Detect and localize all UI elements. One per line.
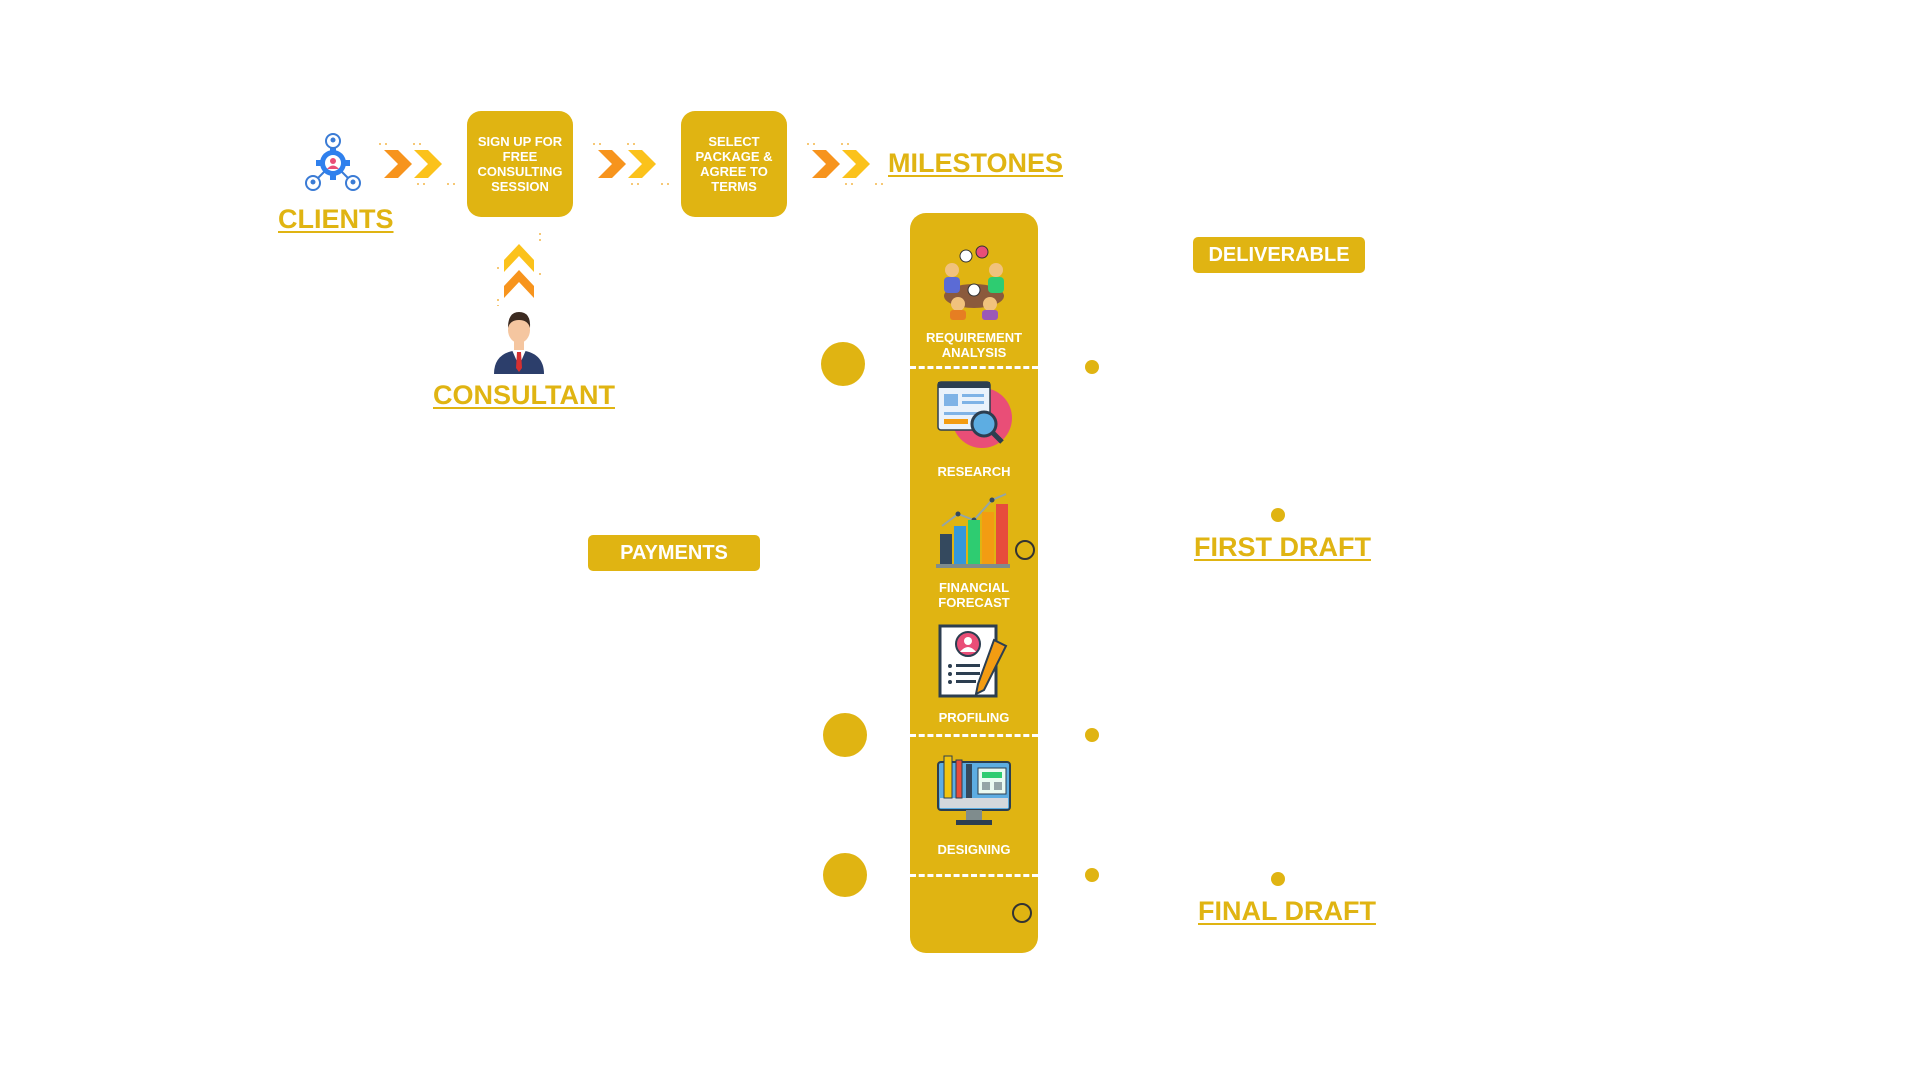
milestone-profiling-label: PROFILING bbox=[938, 710, 1010, 725]
milestone-designing-label: DESIGNING bbox=[937, 842, 1011, 857]
milestone-divider bbox=[910, 734, 1038, 737]
payments-badge: PAYMENTS bbox=[588, 535, 760, 571]
chevron-right-icon bbox=[592, 140, 670, 188]
payment-marker bbox=[823, 853, 867, 897]
milestone-ring-marker bbox=[1015, 540, 1035, 560]
first-draft-label: FIRST DRAFT bbox=[1194, 532, 1371, 562]
milestone-research-label: RESEARCH bbox=[937, 464, 1011, 479]
consultant-label: CONSULTANT bbox=[433, 380, 615, 410]
deliverable-connector-dot bbox=[1085, 728, 1099, 742]
milestone-requirement-analysis-label: REQUIREMENT ANALYSIS bbox=[925, 330, 1023, 360]
milestones-label: MILESTONES bbox=[888, 148, 1064, 178]
milestone-financial-forecast-label: FINANCIAL FORECAST bbox=[938, 580, 1010, 610]
payment-marker bbox=[821, 342, 865, 386]
profile-document-icon bbox=[936, 624, 1012, 700]
chevron-up-icon bbox=[496, 230, 542, 307]
deliverable-marker-dot bbox=[1271, 508, 1285, 522]
bar-chart-icon bbox=[934, 492, 1012, 570]
deliverable-connector-dot bbox=[1085, 360, 1099, 374]
final-draft-label: FINAL DRAFT bbox=[1198, 896, 1376, 926]
deliverable-connector-dot bbox=[1085, 868, 1099, 882]
chevron-right-icon bbox=[378, 140, 456, 188]
milestone-divider bbox=[910, 366, 1038, 369]
consultant-avatar-icon bbox=[490, 310, 548, 374]
research-icon bbox=[936, 378, 1016, 454]
design-monitor-icon bbox=[936, 754, 1012, 830]
clients-label: CLIENTS bbox=[278, 204, 394, 234]
clients-network-icon bbox=[302, 132, 364, 194]
deliverable-marker-dot bbox=[1271, 872, 1285, 886]
payment-marker bbox=[823, 713, 867, 757]
meeting-icon bbox=[936, 244, 1012, 320]
milestone-ring-marker bbox=[1012, 903, 1032, 923]
signup-step-label: SIGN UP FOR FREE CONSULTING SESSION bbox=[477, 134, 563, 194]
select-package-step-label: SELECT PACKAGE & AGREE TO TERMS bbox=[695, 134, 773, 194]
signup-step-box: SIGN UP FOR FREE CONSULTING SESSION bbox=[467, 111, 573, 217]
milestone-divider bbox=[910, 874, 1038, 877]
chevron-right-icon bbox=[806, 140, 884, 188]
deliverable-badge: DELIVERABLE bbox=[1193, 237, 1365, 273]
milestones-column bbox=[910, 213, 1038, 953]
select-package-step-box: SELECT PACKAGE & AGREE TO TERMS bbox=[681, 111, 787, 217]
